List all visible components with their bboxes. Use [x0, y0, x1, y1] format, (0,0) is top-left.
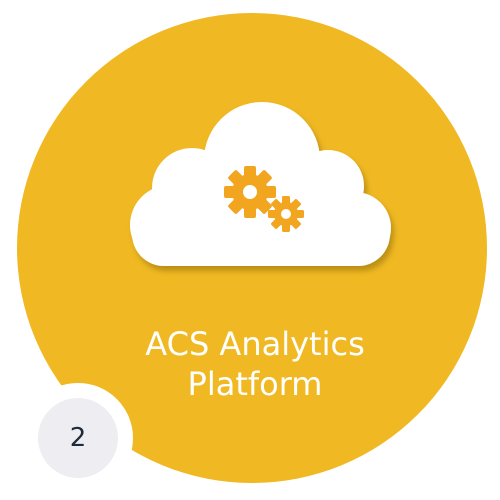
platform-title: ACS Analytics Platform [100, 324, 410, 404]
small-gear-icon [268, 196, 304, 232]
cloud-gears-icon [130, 102, 391, 266]
platform-title-line-2: Platform [187, 365, 323, 403]
platform-title-line-1: ACS Analytics [145, 325, 365, 363]
step-number: 2 [69, 423, 87, 453]
step-number-badge: 2 [38, 398, 118, 478]
large-gear-icon [224, 166, 276, 218]
